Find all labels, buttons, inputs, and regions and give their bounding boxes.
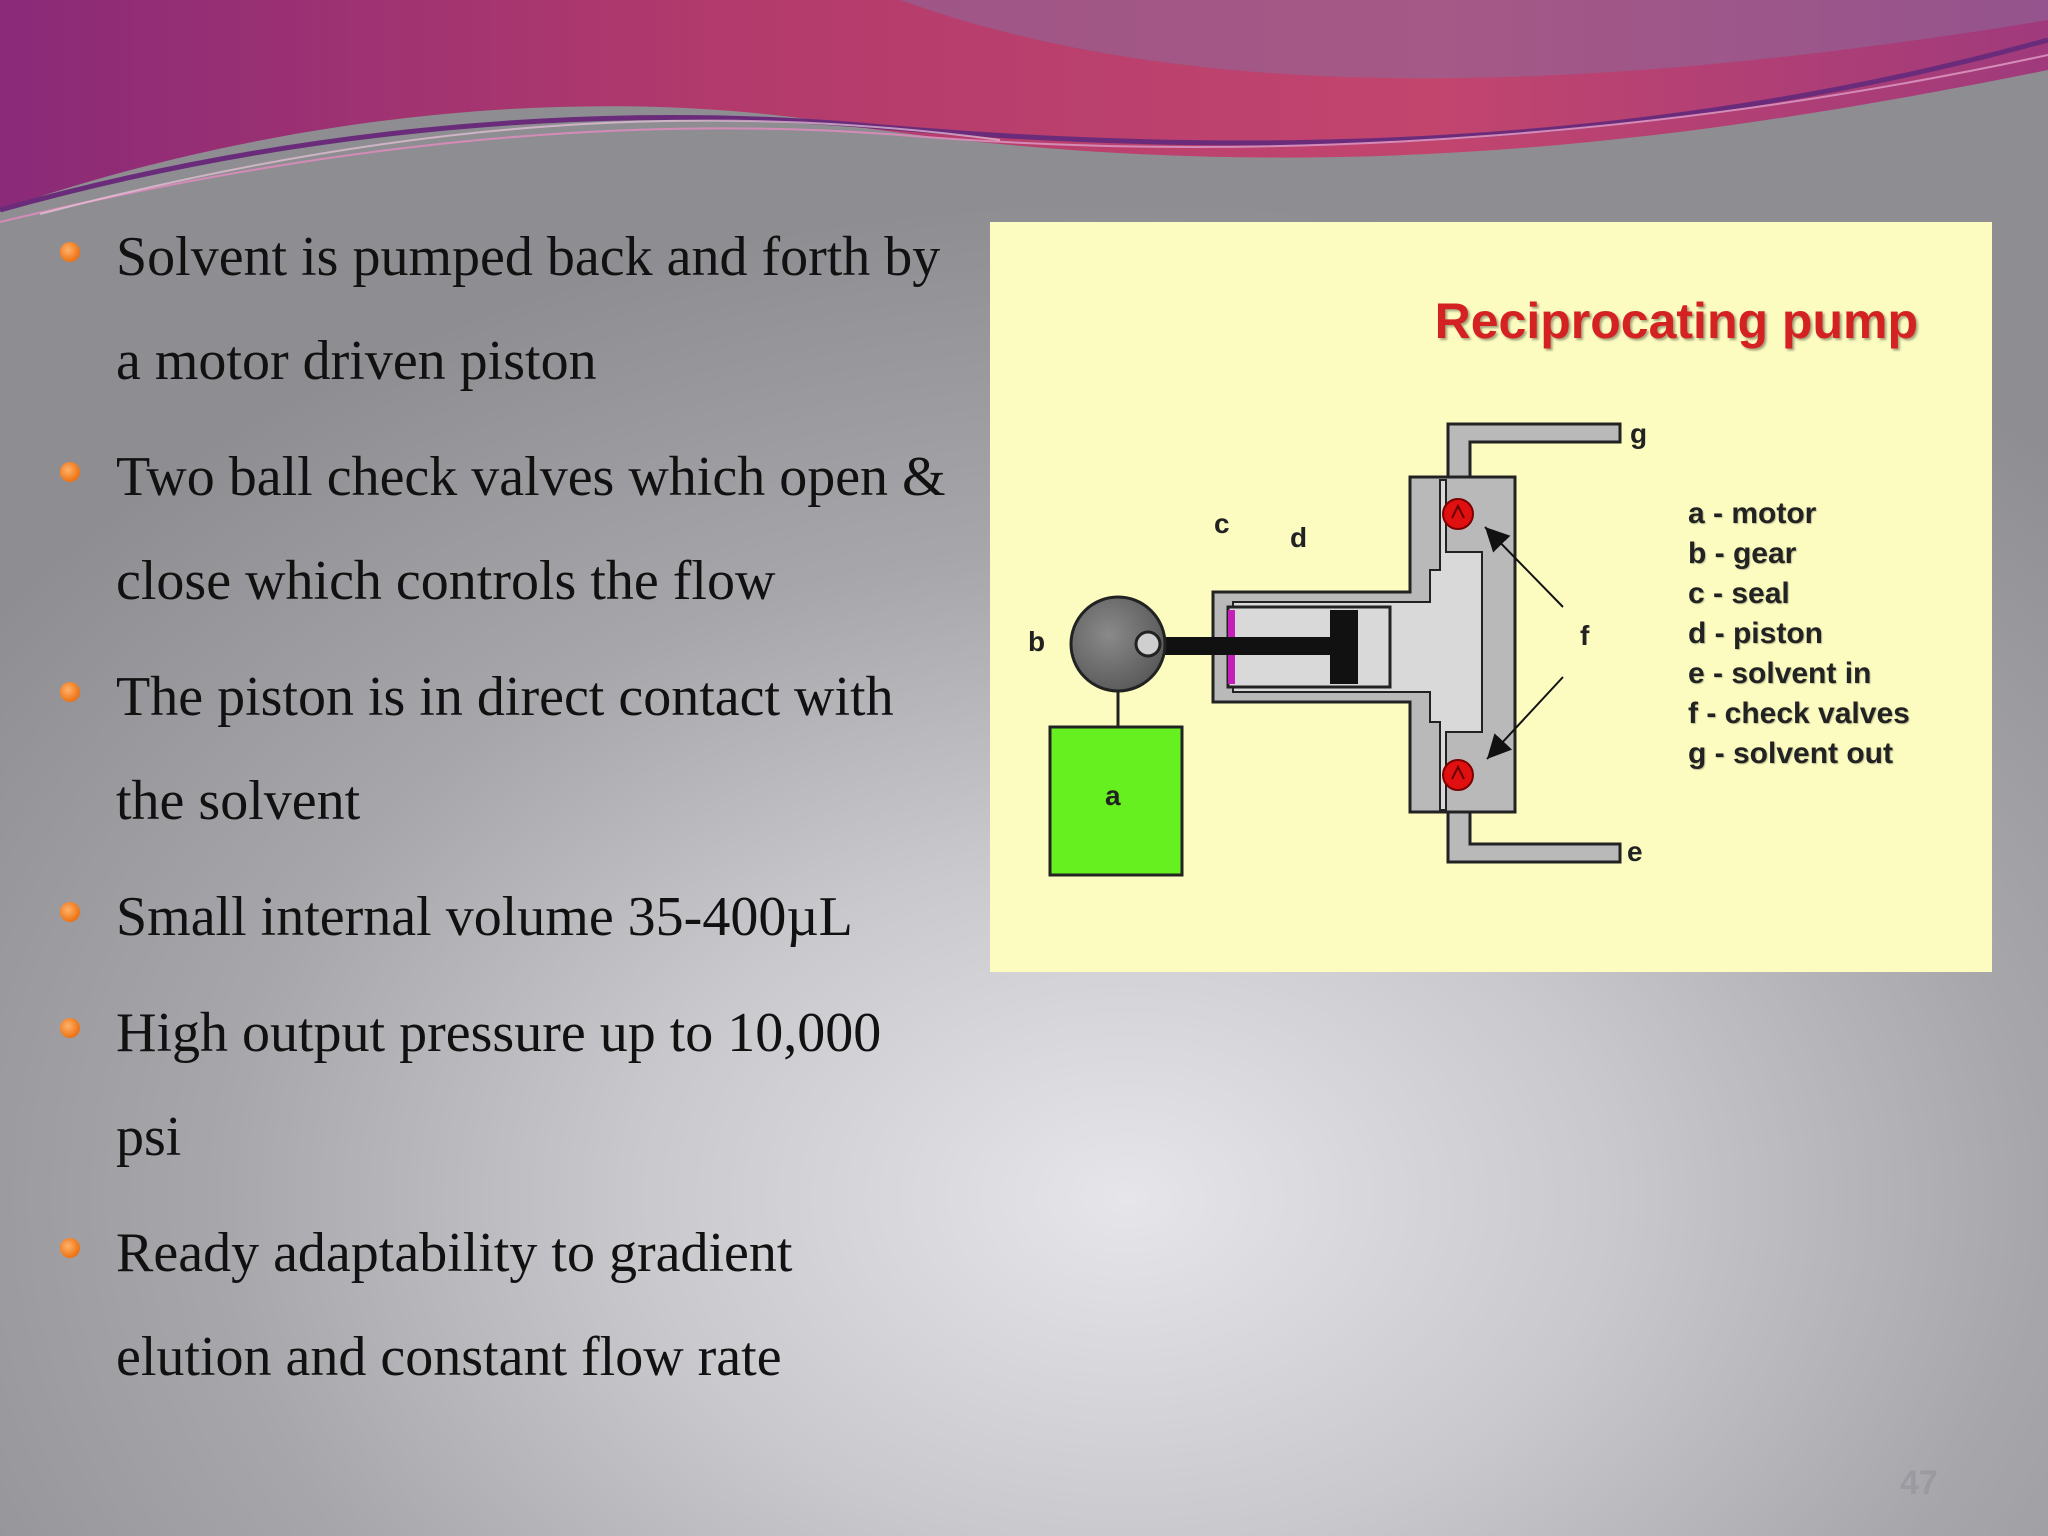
legend-item: b - gear — [1688, 537, 1797, 570]
label-a: a — [1105, 780, 1121, 811]
label-f: f — [1580, 620, 1590, 651]
legend-item: g - solvent out — [1688, 737, 1893, 770]
bullet-list: Solvent is pumped back and forth by a mo… — [56, 205, 956, 1421]
legend-item: c - seal — [1688, 577, 1790, 610]
outlet-pipe — [1446, 422, 1622, 482]
piston — [1330, 610, 1358, 684]
legend-item: d - piston — [1688, 617, 1823, 650]
label-b: b — [1028, 626, 1046, 657]
bullet-item: Small internal volume 35-400µL — [56, 865, 956, 969]
pump-diagram: Reciprocating pump g c d b f a e a - mot… — [990, 222, 1992, 972]
legend-item: f - check valves — [1688, 697, 1910, 730]
header-banner — [0, 0, 2048, 223]
check-valve-top — [1442, 498, 1474, 530]
bullet-dot-icon — [60, 1018, 80, 1038]
bullet-dot-icon — [60, 462, 80, 482]
label-e: e — [1627, 836, 1643, 867]
diagram-title: Reciprocating pump — [1434, 293, 1918, 349]
bullet-item: Two ball check valves which open & close… — [56, 425, 956, 633]
label-d: d — [1290, 522, 1308, 553]
bullet-dot-icon — [60, 242, 80, 262]
diagram-legend: a - motor b - gear c - seal d - piston e… — [1688, 494, 1910, 774]
bullet-dot-icon — [60, 902, 80, 922]
check-valve-bottom — [1442, 759, 1474, 791]
bullet-item: High output pressure up to 10,000 psi — [56, 981, 956, 1189]
label-g: g — [1630, 418, 1648, 449]
bullet-item: The piston is in direct contact with the… — [56, 645, 956, 853]
pump-schematic — [1048, 422, 1622, 877]
bullet-item: Ready adaptability to gradient elution a… — [56, 1201, 956, 1409]
bullet-item: Solvent is pumped back and forth by a mo… — [56, 205, 956, 413]
label-c: c — [1214, 508, 1230, 539]
bullet-dot-icon — [60, 1238, 80, 1258]
bullet-dot-icon — [60, 682, 80, 702]
legend-item: a - motor — [1688, 497, 1817, 530]
legend-item: e - solvent in — [1688, 657, 1872, 690]
inlet-pipe — [1446, 808, 1622, 864]
motor — [1048, 725, 1184, 877]
slide-number: 47 — [1900, 1464, 1938, 1502]
